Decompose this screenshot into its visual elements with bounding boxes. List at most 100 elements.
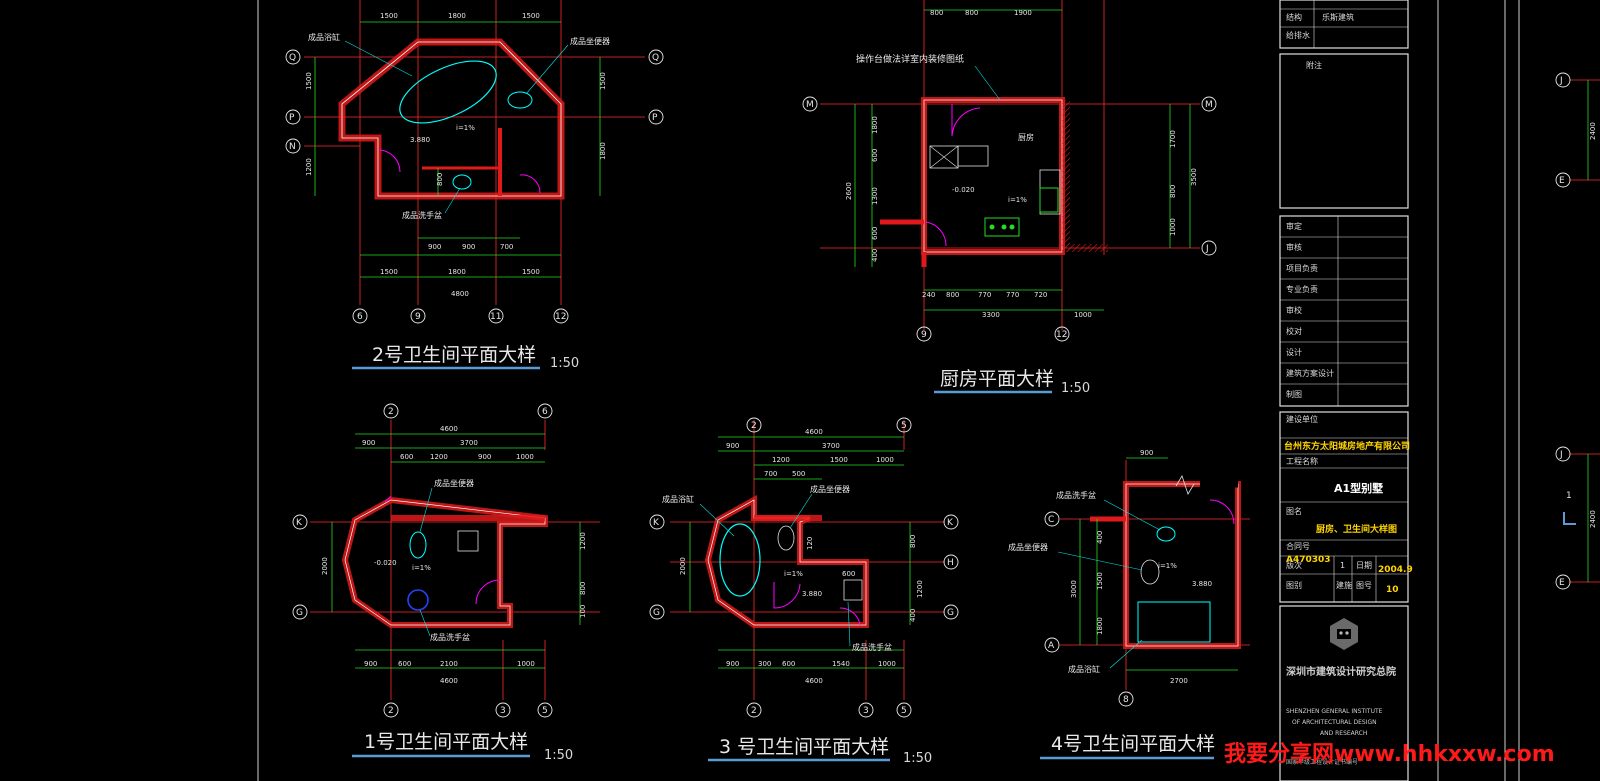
bath3-axis-k-right: K [947,518,954,528]
adjacent-drawing-fragment: J E J E 2400 2400 1 [1555,72,1600,590]
bath3-dim-sub-1: 1200 [772,456,790,464]
kitchen-dim-left-total: 2600 [845,182,853,200]
bath1-dim-right-2: 800 [579,582,587,595]
dim-top-1: 1500 [380,12,398,20]
bath1-dim-left-total: 2000 [321,557,329,575]
kitchen-axis-m-left: M [806,100,814,110]
kitchen-dim-left-1: 1800 [871,116,879,134]
watermark: 我要分享网www.hhkxxw.com [1224,741,1555,767]
dim-total: 4800 [451,290,469,298]
tb-drawing: 厨房、卫生间大样图 [1316,523,1397,535]
label-basin: 成品洗手盆 [402,210,442,220]
kitchen-dim-bottom-2: 800 [946,291,959,299]
bath1-dim-right-3: 100 [579,605,587,618]
drawing-bath-4: 900 2700 3000 400 1500 1800 3.880 i=1% 成… [1008,449,1250,760]
bath4-label-toilet: 成品坐便器 [1008,542,1048,552]
tb-client-label: 建设单位 [1286,414,1318,424]
kitchen-axis-j-right: J [1205,244,1209,254]
kitchen-level: -0.020 [952,186,975,194]
bath1-axis-6-top: 6 [542,407,548,417]
sheet-frame [257,0,1520,781]
tb-drawing-label: 图名 [1286,506,1302,516]
edge-axis-e-2: E [1559,578,1565,588]
axis-q-left: Q [289,53,296,63]
level-mark: 3.880 [410,136,430,144]
slope-mark: i=1% [456,124,475,132]
title-block: 结构 乐斯建筑 给排水 附注 审定 审核 项目负责 专业负责 审校 校对 设计 … [1279,0,1413,781]
bath3-dim-bottom-2: 300 [758,660,771,668]
edge-marker: 1 [1566,491,1572,501]
tb-project-label: 工程名称 [1286,456,1318,466]
axis-9: 9 [415,312,421,322]
edge-axis-j-2: J [1559,450,1563,460]
bath3-label-bathtub: 成品浴缸 [662,494,694,504]
kitchen-dim-bottom-extra: 1000 [1074,311,1092,319]
bath3-scale: 1:50 [903,751,932,766]
tb-institute: 深圳市建筑设计研究总院 [1286,665,1396,678]
bath1-dim-sub-1: 600 [400,453,413,461]
bath4-axis-a: A [1048,641,1055,651]
tb-sign-5: 审校 [1286,305,1302,315]
kitchen-room: 厨房 [1018,132,1034,142]
bath3-dim-bottom-total: 4600 [805,677,823,685]
bath4-dim-top: 900 [1140,449,1153,457]
kitchen-axis-12: 12 [1056,330,1067,340]
bath4-label-basin: 成品洗手盆 [1056,490,1096,500]
kitchen-dim-bottom-1: 240 [922,291,935,299]
institute-logo [1330,618,1358,650]
bath3-dim-bottom-4: 1540 [832,660,850,668]
kitchen-dim-right-3: 1000 [1169,218,1177,236]
bath3-axis-h-right: H [947,558,954,568]
bath4-level: 3.880 [1192,580,1212,588]
bath3-dim-top-2: 3700 [822,442,840,450]
drawing-kitchen: 800 800 1900 1800 600 1300 600 400 2600 … [802,0,1217,396]
bath3-dim-sub2-2: 500 [792,470,805,478]
kitchen-dim-bottom-5: 720 [1034,291,1047,299]
tb-institute-en-3: AND RESEARCH [1320,730,1367,737]
bath1-axis-2-bottom: 2 [388,706,394,716]
kitchen-dim-left-2: 600 [871,149,879,162]
bath4-dim-left-3: 1800 [1096,617,1104,635]
bath3-title: 3 号卫生间平面大样 [719,736,889,758]
tb-sign-2: 审核 [1286,242,1302,252]
bath1-dim-sub-4: 1000 [516,453,534,461]
bath3-inner-1: 120 [806,537,814,550]
bath3-dim-bottom-3: 600 [782,660,795,668]
bath3-label-toilet: 成品坐便器 [810,484,850,494]
bath4-label-bathtub: 成品浴缸 [1068,664,1100,674]
kitchen-note: 操作台做法详室内装修图纸 [856,53,964,65]
tb-notes-label: 附注 [1306,60,1322,70]
bath4-title: 4号卫生间平面大样 [1051,733,1215,755]
drawing-bath-3: 4600 900 3700 1200 1500 1000 700 500 900… [649,417,959,766]
dim-right-1: 1500 [599,72,607,90]
bath3-dim-bottom-5: 1000 [878,660,896,668]
kitchen-dim-right-2: 800 [1169,185,1177,198]
bath1-axis-5-bottom: 5 [542,706,548,716]
bath1-dim-bottom-2: 600 [398,660,411,668]
bath4-axis-c: C [1048,515,1054,525]
axis-6: 6 [357,312,363,322]
tb-category: 建施 [1336,580,1352,590]
bath1-dim-top-2: 3700 [460,439,478,447]
drawing-scale: 1:50 [550,356,579,371]
tb-structure-label: 结构 [1286,12,1302,22]
axis-n-left: N [289,142,296,152]
dim-top-2: 1800 [448,12,466,20]
kitchen-axis-m-right: M [1205,100,1213,110]
axis-p-right: P [652,113,658,123]
bath3-axis-k-left: K [653,518,660,528]
dim-inner-1: 800 [436,173,444,186]
bath1-dim-sub-2: 1200 [430,453,448,461]
bath3-dim-right-1: 800 [909,535,917,548]
dim-mid-2: 900 [462,243,475,251]
dim-bottom-2: 1800 [448,268,466,276]
kitchen-dim-left-4: 600 [871,227,879,240]
tb-footer: 国家甲级工程设计证书编号 [1286,758,1358,766]
tb-version-label: 版次 [1286,560,1302,570]
bath3-axis-3-bottom: 3 [863,706,869,716]
dim-bottom-1: 1500 [380,268,398,276]
bath1-label-toilet: 成品坐便器 [434,478,474,488]
dim-bottom-3: 1500 [522,268,540,276]
kitchen-axis-9: 9 [921,330,927,340]
tb-date: 2004.9 [1378,565,1413,575]
